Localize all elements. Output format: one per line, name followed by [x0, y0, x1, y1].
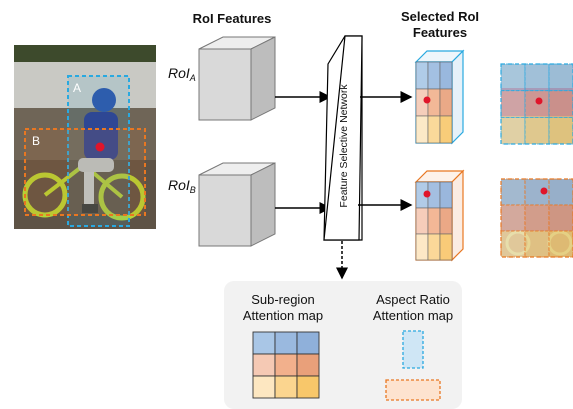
roi-a-feature-cube: [198, 36, 276, 121]
selected-b-grid-cell: [439, 181, 453, 209]
crop-a-grid-cell: [524, 63, 550, 92]
aspect-vertical-map: [402, 330, 424, 369]
crop-b-grid-cell: [524, 204, 550, 232]
crop-a-grid-cell: [548, 90, 573, 118]
roi-b-subscript: B: [190, 185, 196, 195]
roi-b-label: RoIB: [168, 177, 196, 195]
crop-a-point: [535, 97, 543, 105]
selected-features-header-line1: Selected RoI: [401, 9, 479, 24]
selected-b-grid-cell: [415, 207, 429, 235]
selected-a-grid-cell: [415, 115, 429, 144]
crop-b-grid-cell: [500, 204, 526, 232]
attention-map-cell: [252, 331, 276, 355]
subregion-label-line2: Attention map: [243, 308, 323, 323]
crop-a-grid-cell: [500, 116, 526, 145]
selected-a-grid-cell: [439, 88, 453, 117]
crop-b-grid-cell: [524, 230, 550, 258]
crop-patch-a: [500, 63, 573, 145]
roi-box-a-label: A: [73, 81, 81, 95]
crop-b-grid-cell: [500, 230, 526, 258]
selected-a-grid-cell: [415, 61, 429, 90]
selected-b-grid-cell: [415, 233, 429, 261]
selected-feature-b: [414, 169, 465, 262]
attention-map-cell: [296, 375, 320, 399]
selected-b-grid-cell: [439, 207, 453, 235]
attention-map-panel: Sub-region Attention map Aspect Ratio At…: [224, 281, 462, 409]
crop-b-grid-cell: [548, 204, 573, 232]
crop-patch-b: [500, 178, 573, 258]
selected-b-grid-cell: [427, 233, 441, 261]
roi-features-header: RoI Features: [193, 11, 272, 26]
roi-box-b: [24, 128, 146, 216]
attention-map-cell: [296, 331, 320, 355]
roi-a-subscript: A: [189, 73, 196, 83]
attention-map-cell: [252, 353, 276, 377]
selected-b-point: [423, 190, 431, 198]
selected-b-grid-cell: [439, 233, 453, 261]
roi-box-b-label: B: [32, 134, 40, 148]
aspect-label-line1: Aspect Ratio: [376, 292, 450, 307]
selected-a-grid-cell: [427, 61, 441, 90]
roi-b-feature-cube: [198, 162, 276, 247]
selected-b-grid-cell: [427, 207, 441, 235]
crop-a-grid-cell: [548, 116, 573, 145]
network-label: Feature Selective Network: [338, 84, 350, 208]
crop-b-grid-cell: [548, 230, 573, 258]
crop-b-grid-cell: [548, 178, 573, 206]
attention-map-cell: [274, 375, 298, 399]
crop-a-grid-cell: [524, 116, 550, 145]
selected-a-grid-cell: [439, 115, 453, 144]
feature-selective-network: Feature Selective Network: [323, 35, 363, 241]
selected-a-grid-cell: [439, 61, 453, 90]
center-point: [95, 142, 105, 152]
crop-a-grid-cell: [548, 63, 573, 92]
crop-a-grid-cell: [500, 63, 526, 92]
selected-a-grid-cell: [427, 88, 441, 117]
attention-map-cell: [274, 353, 298, 377]
aspect-horizontal-map: [385, 379, 441, 401]
selected-a-point: [423, 96, 431, 104]
input-photo: A B: [14, 45, 156, 229]
crop-b-point: [540, 187, 548, 195]
selected-features-header-line2: Features: [413, 25, 467, 40]
selected-a-grid-cell: [427, 115, 441, 144]
subregion-label-line1: Sub-region: [251, 292, 315, 307]
roi-a-label: RoIA: [168, 65, 196, 83]
crop-b-grid-cell: [500, 178, 526, 206]
attention-map-cell: [274, 331, 298, 355]
attention-map-cell: [252, 375, 276, 399]
selected-feature-a: [414, 49, 465, 145]
aspect-label-line2: Attention map: [373, 308, 453, 323]
crop-a-grid-cell: [500, 90, 526, 118]
subregion-attention-grid: [252, 331, 320, 399]
attention-map-cell: [296, 353, 320, 377]
crop-a-grid-cell: [524, 90, 550, 118]
